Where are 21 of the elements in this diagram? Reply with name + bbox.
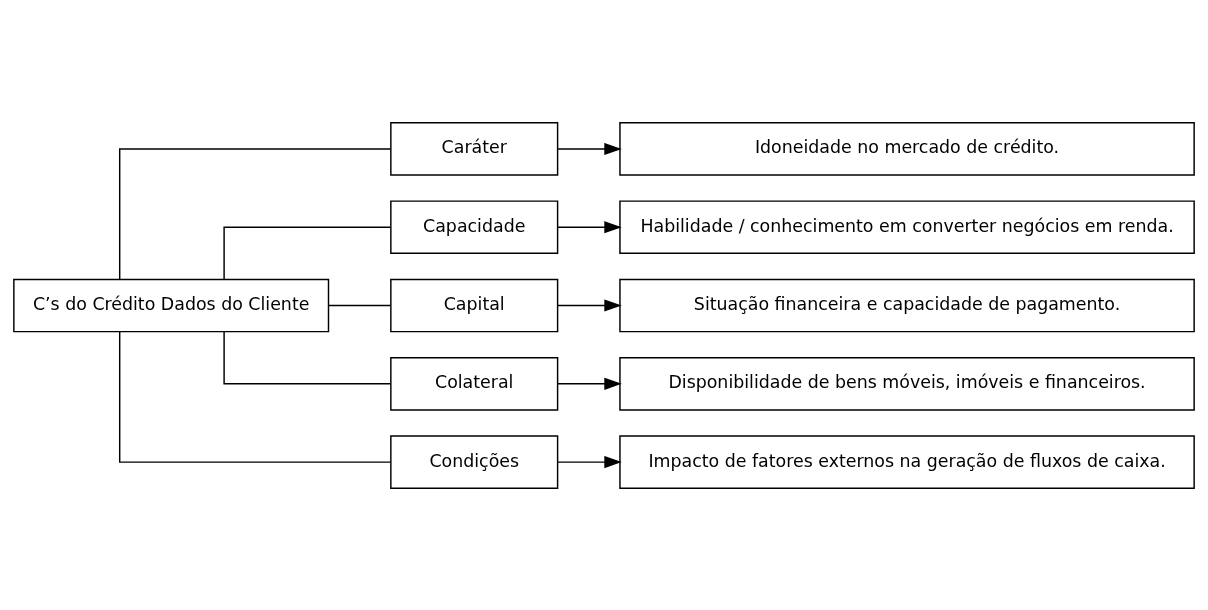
- connector: [328, 304, 392, 306]
- node-box: Habilidade / conhecimento em converter negócios em renda.: [619, 199, 1195, 254]
- node-box: Disponibilidade de bens móveis, imóveis e financeiros.: [619, 356, 1195, 411]
- node-box: C’s do Crédito Dados do Cliente: [13, 278, 330, 332]
- connector: [223, 225, 391, 280]
- arrow: [556, 142, 622, 155]
- node-box: Situação financeira e capacidade de pagamento.: [619, 278, 1195, 332]
- arrow: [556, 298, 622, 312]
- node-box: Capital: [390, 278, 559, 332]
- connector: [118, 147, 392, 280]
- arrow: [556, 220, 622, 233]
- arrow: [556, 455, 622, 468]
- node-box: Idoneidade no mercado de crédito.: [619, 121, 1195, 176]
- node-box: Colateral: [390, 356, 559, 411]
- node-box: Condições: [390, 434, 559, 489]
- node-box: Impacto de fatores externos na geração de fluxos de caixa.: [619, 434, 1195, 489]
- node-box: Capacidade: [390, 199, 559, 254]
- connector: [118, 330, 392, 463]
- arrow: [556, 377, 622, 390]
- node-box: Caráter: [390, 121, 559, 176]
- connector: [223, 330, 391, 385]
